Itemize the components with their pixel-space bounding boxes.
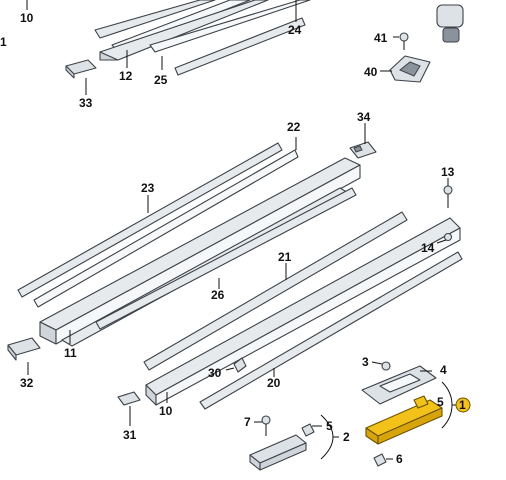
trim-strip-23 — [17, 142, 283, 298]
trim-bezel-4 — [361, 365, 437, 405]
callout-4: 4 — [440, 363, 447, 377]
callout-3: 3 — [362, 355, 369, 369]
callout-20: 20 — [267, 376, 281, 390]
callout-41: 41 — [374, 31, 388, 45]
callout-1-top-left: 1 — [0, 35, 7, 49]
screw-13 — [443, 185, 453, 208]
callout-34: 34 — [357, 110, 371, 124]
end-cap-31 — [117, 391, 141, 406]
clip-6 — [373, 453, 387, 467]
callout-32: 32 — [20, 376, 34, 390]
callout-2: 2 — [343, 430, 350, 444]
callout-31: 31 — [123, 428, 137, 442]
bracket-top-right-partial — [436, 4, 464, 43]
callout-26: 26 — [211, 288, 225, 302]
callout-30: 30 — [208, 366, 222, 380]
callout-33: 33 — [79, 96, 93, 110]
callout-23: 23 — [141, 181, 155, 195]
screw-7 — [261, 415, 271, 436]
callout-10-top: 10 — [20, 11, 34, 25]
end-cap-33 — [65, 59, 97, 79]
callout-13: 13 — [441, 165, 455, 179]
callout-14: 14 — [421, 241, 435, 255]
callout-12: 12 — [119, 69, 133, 83]
rail-assembly-10 — [145, 217, 461, 406]
nut-14 — [443, 232, 453, 242]
callout-24: 24 — [288, 23, 302, 37]
trim-strip-26 — [95, 187, 357, 330]
trim-strip-22 — [33, 149, 299, 308]
callout-5-upper: 5 — [437, 395, 444, 409]
clip-5-lower — [301, 423, 315, 437]
trim-strip-21 — [143, 211, 408, 371]
bracket-1-highlighted — [365, 399, 443, 445]
callout-1-highlighted: 1 — [459, 398, 466, 412]
screw-3 — [371, 361, 391, 371]
trim-strip-20 — [199, 251, 463, 410]
top-rail-assembly-partial — [94, 0, 311, 76]
bracket-40 — [389, 55, 431, 83]
clip-34 — [349, 141, 377, 159]
clip-5-highlighted — [413, 395, 429, 409]
screw-41 — [399, 32, 409, 50]
clip-30 — [233, 357, 247, 373]
callout-11: 11 — [64, 346, 77, 360]
callout-22: 22 — [287, 120, 301, 134]
bracket-2 — [249, 434, 307, 471]
callout-40: 40 — [364, 65, 378, 79]
callout-6: 6 — [396, 452, 403, 466]
end-cap-32 — [7, 337, 41, 361]
callout-5-lower: 5 — [326, 419, 333, 433]
callout-1-highlight-badge — [455, 397, 471, 413]
callout-21: 21 — [278, 250, 292, 264]
callout-10-lower: 10 — [159, 404, 173, 418]
callout-7: 7 — [244, 415, 251, 429]
callout-25: 25 — [154, 73, 168, 87]
